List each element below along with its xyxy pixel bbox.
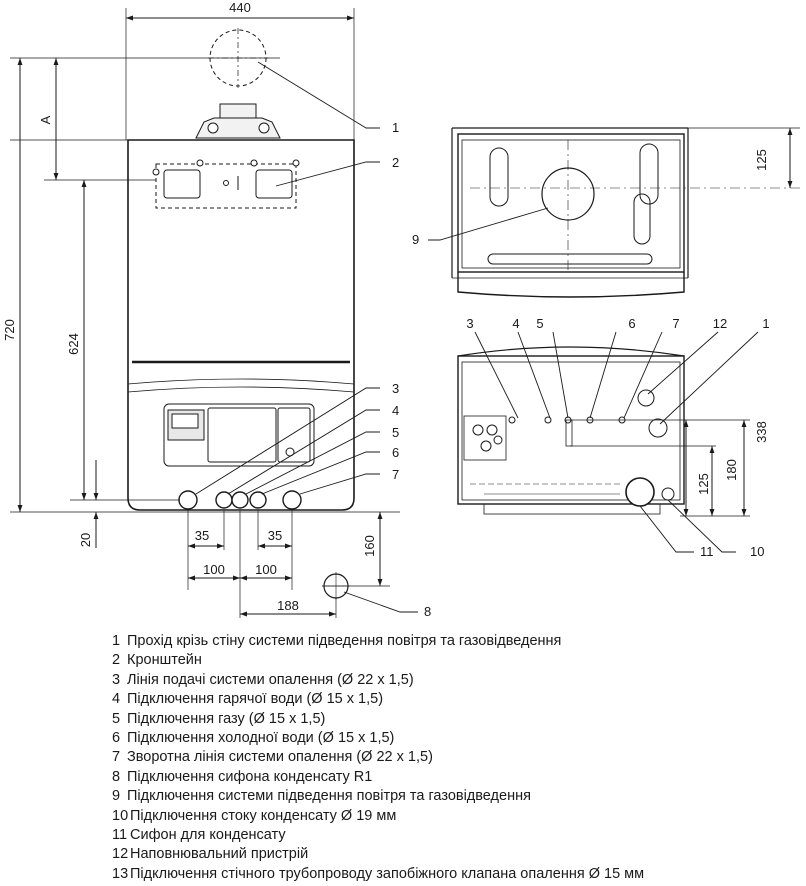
legend-number: 2 <box>112 652 121 669</box>
legend-text: Підключення сифона конденсату R1 <box>127 768 373 785</box>
legend-text: Лінія подачі системи опалення (Ø 22 x 1,… <box>127 671 414 688</box>
dim-span-35-left: 35 <box>195 528 209 543</box>
dim-side-180: 180 <box>724 459 739 481</box>
filling-device-12 <box>637 389 655 407</box>
legend-item: 7 Зворотна лінія системи опалення (Ø 22 x… <box>112 748 802 767</box>
bottom-view <box>457 331 759 553</box>
callout-2: 2 <box>392 155 399 170</box>
legend-number: 8 <box>112 768 121 785</box>
callout-10: 10 <box>750 544 764 559</box>
legend-number: 6 <box>112 730 121 747</box>
legend-text: Наповнювальний пристрій <box>130 846 309 863</box>
callout-bottom-3: 3 <box>466 316 473 331</box>
callout-5: 5 <box>392 425 399 440</box>
callout-bottom-4: 4 <box>512 316 519 331</box>
callout-bottom-12: 12 <box>713 316 727 331</box>
connection-6 <box>249 491 267 509</box>
dim-top-125: 125 <box>754 149 769 171</box>
dim-height-624: 624 <box>66 333 81 355</box>
top-view <box>428 127 800 298</box>
legend-number: 12 <box>112 846 129 863</box>
connection-3 <box>178 490 198 510</box>
legend-text: Підключення стоку конденсату Ø 19 мм <box>130 807 397 824</box>
legend-number: 3 <box>112 671 121 688</box>
callout-bottom-5: 5 <box>536 316 543 331</box>
legend-item: 2 Кронштейн <box>112 651 802 670</box>
legend-number: 7 <box>112 749 121 766</box>
dim-offset-a: A <box>38 115 53 124</box>
dim-side-125: 125 <box>696 473 711 495</box>
connection-7 <box>282 490 302 510</box>
legend-item: 5 Підключення газу (Ø 15 x 1,5) <box>112 710 802 729</box>
legend-text: Кронштейн <box>127 652 202 669</box>
legend-item: 9 Підключення системи підведення повітря … <box>112 787 802 806</box>
callout-8: 8 <box>424 604 431 619</box>
connection-5 <box>231 491 249 509</box>
legend-text: Сифон для конденсату <box>130 827 286 844</box>
legend-number: 13 <box>112 865 129 882</box>
dim-span-100-left: 100 <box>203 562 225 577</box>
legend-number: 1 <box>112 633 121 649</box>
legend-item: 8 Підключення сифона конденсату R1 <box>112 768 802 787</box>
condensate-siphon-11 <box>625 477 655 507</box>
callout-bottom-7: 7 <box>672 316 679 331</box>
callout-1: 1 <box>392 120 399 135</box>
legend-text: Підключення гарячої води (Ø 15 x 1,5) <box>127 691 384 708</box>
callout-bottom-1: 1 <box>762 316 769 331</box>
callout-bottom-6: 6 <box>628 316 635 331</box>
legend-text: Підключення стічного трубопроводу запобі… <box>130 865 645 882</box>
callout-9: 9 <box>412 232 419 247</box>
dim-height-720: 720 <box>2 319 17 341</box>
dim-span-100-right: 100 <box>255 562 277 577</box>
legend-number: 5 <box>112 710 121 727</box>
legend-text: Підключення холодної води (Ø 15 x 1,5) <box>127 730 395 747</box>
dim-side-338: 338 <box>754 421 769 443</box>
legend-text: Прохід крізь стіну системи підведення по… <box>127 633 562 649</box>
safety-valve-drain-13 <box>648 418 668 438</box>
legend-item: 3 Лінія подачі системи опалення (Ø 22 x 1… <box>112 671 802 690</box>
bracket-outline <box>155 163 297 209</box>
legend-number: 11 <box>112 827 128 844</box>
dim-bottom-20: 20 <box>78 533 93 547</box>
callout-3: 3 <box>392 381 399 396</box>
callout-7: 7 <box>392 467 399 482</box>
legend-number: 9 <box>112 788 121 805</box>
callout-4: 4 <box>392 403 399 418</box>
legend-text: Підключення системи підведення повітря т… <box>127 788 531 805</box>
connection-4 <box>215 491 233 509</box>
callout-6: 6 <box>392 445 399 460</box>
callout-11: 11 <box>700 544 714 559</box>
condensate-drain-10 <box>661 487 675 501</box>
legend: 1 Прохід крізь стіну системи підведення п… <box>112 632 802 884</box>
legend-item: 1 Прохід крізь стіну системи підведення п… <box>112 632 802 651</box>
dim-span-188: 188 <box>277 598 299 613</box>
legend-text: Зворотна лінія системи опалення (Ø 22 x … <box>127 749 433 766</box>
legend-text: Підключення газу (Ø 15 x 1,5) <box>127 710 326 727</box>
legend-item: 4 Підключення гарячої води (Ø 15 x 1,5) <box>112 690 802 709</box>
legend-item: 6 Підключення холодної води (Ø 15 x 1,5) <box>112 729 802 748</box>
legend-number: 10 <box>112 807 129 824</box>
front-view <box>10 8 418 618</box>
dim-span-35-right: 35 <box>268 528 282 543</box>
legend-number: 4 <box>112 691 121 708</box>
dim-width-440: 440 <box>229 0 251 15</box>
dim-depth-160: 160 <box>362 535 377 557</box>
